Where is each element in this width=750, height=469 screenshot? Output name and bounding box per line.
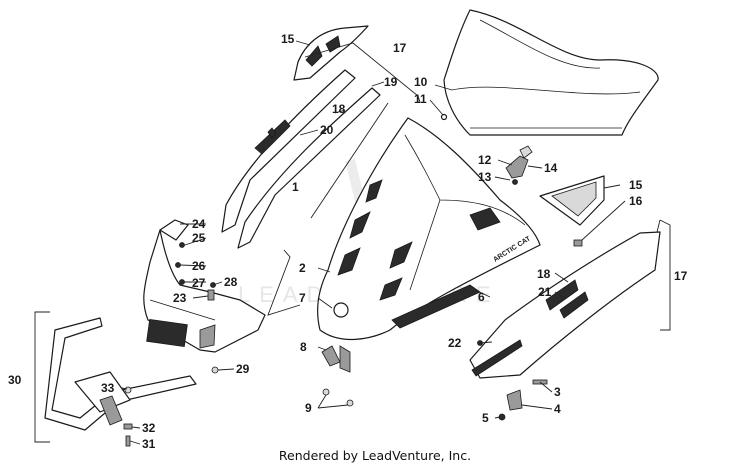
callout-30: 30	[8, 373, 22, 387]
callout-23: 23	[173, 291, 187, 305]
clip-27	[179, 279, 185, 285]
clip-26	[175, 262, 181, 268]
callout-7: 7	[299, 291, 306, 305]
hood-badge	[333, 302, 349, 318]
callout-22: 22	[448, 336, 462, 350]
callout-13: 13	[478, 170, 492, 184]
windshield-part[interactable]	[443, 9, 659, 136]
windshield-screw	[440, 113, 448, 121]
callout-31: 31	[142, 437, 156, 451]
callout-19: 19	[384, 75, 398, 89]
callout-6: 6	[478, 290, 485, 304]
callout-10: 10	[414, 75, 428, 89]
side-panel-left-part[interactable]	[221, 69, 381, 249]
nut-33	[124, 386, 132, 394]
hood-part[interactable]	[317, 117, 541, 341]
callout-8: 8	[300, 340, 307, 354]
callout-29: 29	[236, 362, 250, 376]
trim-15-top-part[interactable]	[293, 25, 369, 81]
group-17-upper-bracket	[304, 42, 421, 103]
callout-14: 14	[544, 161, 558, 175]
callout-1: 1	[292, 180, 299, 194]
callout-2: 2	[299, 261, 306, 275]
windshield-bracket-part[interactable]	[505, 145, 533, 185]
washer-32	[123, 423, 133, 430]
callout-17a: 17	[393, 41, 407, 55]
callout-16: 16	[629, 194, 643, 208]
callout-18a: 18	[332, 102, 346, 116]
callout-11: 11	[414, 92, 427, 106]
nut-29	[211, 366, 219, 374]
nut-9b	[346, 399, 354, 407]
callout-15a: 15	[281, 32, 295, 46]
bolt-31	[125, 435, 131, 447]
callout-labels: 15 17 19 18 20 10 11 12 13 14 15 16 1 2 …	[8, 32, 688, 451]
callout-18b: 18	[537, 267, 551, 281]
nut-9a	[322, 388, 330, 396]
callout-27: 27	[192, 276, 206, 290]
nose-piece-part[interactable]	[143, 219, 266, 353]
group-30-bracket	[34, 311, 50, 443]
front-bumper-part[interactable]	[44, 317, 197, 431]
callout-15b: 15	[629, 178, 643, 192]
side-panel-right-part[interactable]	[469, 231, 661, 379]
callout-5: 5	[482, 411, 489, 425]
callout-3: 3	[554, 385, 561, 399]
hood-latch-part[interactable]	[321, 345, 351, 373]
group-1-bracket	[267, 102, 389, 316]
trim-15-right-part[interactable]	[539, 175, 605, 226]
render-credit: Rendered by LeadVenture, Inc.	[278, 448, 472, 463]
callout-17b: 17	[674, 269, 688, 283]
callout-9: 9	[305, 401, 312, 415]
callout-33: 33	[101, 381, 115, 395]
callout-12: 12	[478, 153, 492, 167]
callout-28: 28	[224, 275, 238, 289]
group-17-right-bracket	[659, 219, 671, 331]
leader-lines	[121, 40, 661, 445]
callout-21: 21	[538, 285, 552, 299]
clip-16	[573, 239, 583, 247]
bracket-4	[506, 389, 523, 411]
callout-32: 32	[142, 421, 156, 435]
callout-4: 4	[554, 402, 561, 416]
callout-24: 24	[192, 217, 206, 231]
bracket-23	[207, 289, 215, 301]
callout-26: 26	[192, 259, 206, 273]
callout-20: 20	[320, 123, 334, 137]
clip-25	[179, 242, 185, 248]
callout-25: 25	[192, 231, 206, 245]
